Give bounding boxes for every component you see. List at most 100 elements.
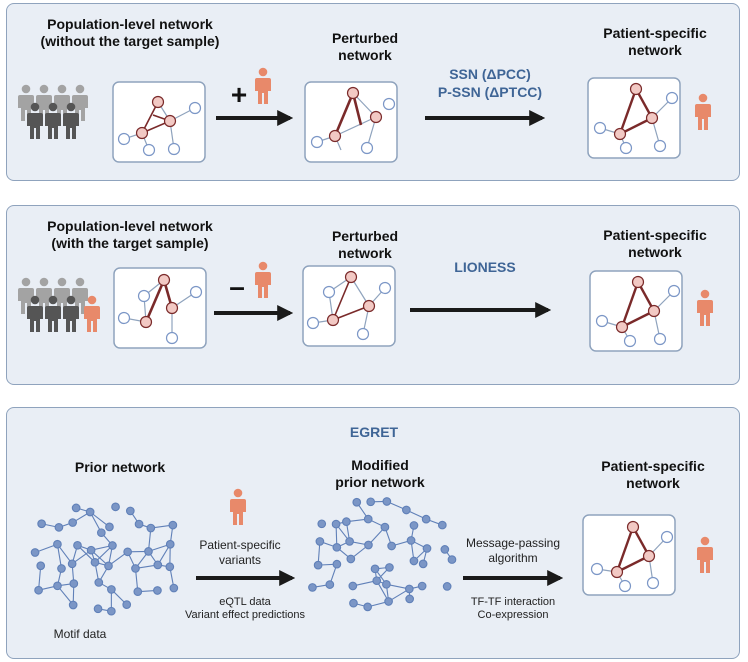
network-node [146, 523, 156, 533]
network-node [364, 540, 373, 550]
network-node [111, 502, 120, 512]
p2-method-lioness: LIONESS [454, 259, 516, 275]
network-node [67, 559, 77, 569]
network-node [104, 561, 113, 571]
network-node [349, 598, 358, 608]
p3-patient-icon-variants [230, 488, 246, 525]
network-node [387, 541, 396, 551]
network-node [406, 536, 416, 545]
network-node [437, 520, 447, 530]
network-node [382, 497, 392, 506]
p1-patient-title: Patient-specific network [603, 25, 707, 58]
network-node [73, 540, 82, 550]
network-node [315, 537, 325, 546]
network-node [71, 503, 81, 513]
network-node [348, 581, 358, 591]
network-node [153, 586, 162, 595]
network-node [331, 519, 341, 529]
network-node [68, 518, 78, 527]
p2-patient-network [589, 270, 683, 352]
network-node [418, 559, 428, 569]
network-node [317, 519, 327, 529]
network-node [370, 564, 380, 574]
network-node [402, 505, 411, 515]
p3-method-egret: EGRET [349, 424, 399, 440]
network-node [345, 537, 354, 546]
p1-method-ssn: SSN (ΔPCC) P-SSN (ΔPTCC) [437, 66, 543, 100]
network-node [325, 580, 335, 589]
network-node [169, 583, 179, 593]
network-node [346, 554, 356, 564]
p1-target-patient-icon [255, 67, 271, 104]
network-node [366, 497, 376, 507]
p1-population-network [112, 81, 206, 163]
network-node [106, 606, 116, 616]
network-node [105, 522, 114, 532]
p3-variants-sources: eQTL data Variant effect predictions [184, 596, 306, 621]
network-node [131, 564, 140, 573]
network-node [125, 506, 135, 516]
network-node [363, 602, 373, 612]
p1-population-crowd [18, 84, 88, 139]
network-node [123, 547, 133, 557]
network-node [68, 600, 78, 610]
p2-population-crowd [18, 277, 100, 332]
p1-perturbed-title: Perturbed network [331, 30, 399, 63]
p3-patient-network [582, 514, 676, 596]
network-node [133, 587, 143, 597]
network-node [409, 521, 419, 530]
network-node [153, 560, 163, 570]
p3-patient-icon [697, 536, 713, 573]
network-node [352, 497, 362, 507]
p2-perturbed-network [302, 265, 396, 347]
p3-patient-title: Patient-specific network [601, 458, 705, 491]
p1-patient-icon [695, 93, 711, 130]
p2-population-title: Population-level network (with the targe… [47, 218, 213, 251]
network-node [86, 545, 96, 555]
network-node [442, 582, 452, 591]
network-node [417, 581, 427, 591]
p3-algorithm-sources: TF-TF interaction Co-expression [470, 596, 556, 621]
network-node [85, 507, 95, 517]
network-node [37, 519, 46, 529]
network-node [36, 561, 46, 571]
p3-modified-title: Modified prior network [335, 457, 425, 490]
network-node [96, 528, 106, 538]
network-node [93, 604, 103, 614]
network-node [447, 555, 457, 564]
network-node [384, 597, 393, 606]
p2-target-patient-icon [255, 261, 271, 298]
network-node [372, 576, 382, 586]
network-node [57, 564, 66, 573]
network-node [134, 519, 144, 529]
network-node [342, 517, 351, 527]
network-node [53, 539, 62, 549]
network-node [422, 544, 432, 553]
p1-plus-operator: + [230, 79, 248, 110]
p3-prior-title: Prior network [74, 459, 166, 475]
network-node [421, 514, 431, 524]
network-node [332, 542, 342, 552]
network-node [385, 563, 394, 572]
network-node [54, 523, 64, 532]
p2-population-network [113, 267, 207, 349]
p1-perturbed-network [304, 81, 398, 163]
network-node [90, 557, 100, 567]
network-node [94, 578, 104, 587]
p2-perturbed-title: Perturbed network [331, 228, 399, 261]
network-node [363, 514, 373, 524]
p3-motif-label: Motif data [53, 627, 107, 641]
network-node [404, 584, 414, 594]
network-node [382, 579, 391, 589]
network-node [380, 522, 390, 532]
p1-patient-network [587, 77, 681, 159]
network-node [30, 548, 40, 557]
network-node [308, 583, 317, 592]
network-node [165, 562, 175, 572]
p2-patient-title: Patient-specific network [603, 227, 707, 260]
network-node [313, 560, 323, 570]
p3-variants-label: Patient-specific variants [199, 538, 281, 567]
network-node [53, 581, 62, 591]
network-node [332, 559, 342, 569]
